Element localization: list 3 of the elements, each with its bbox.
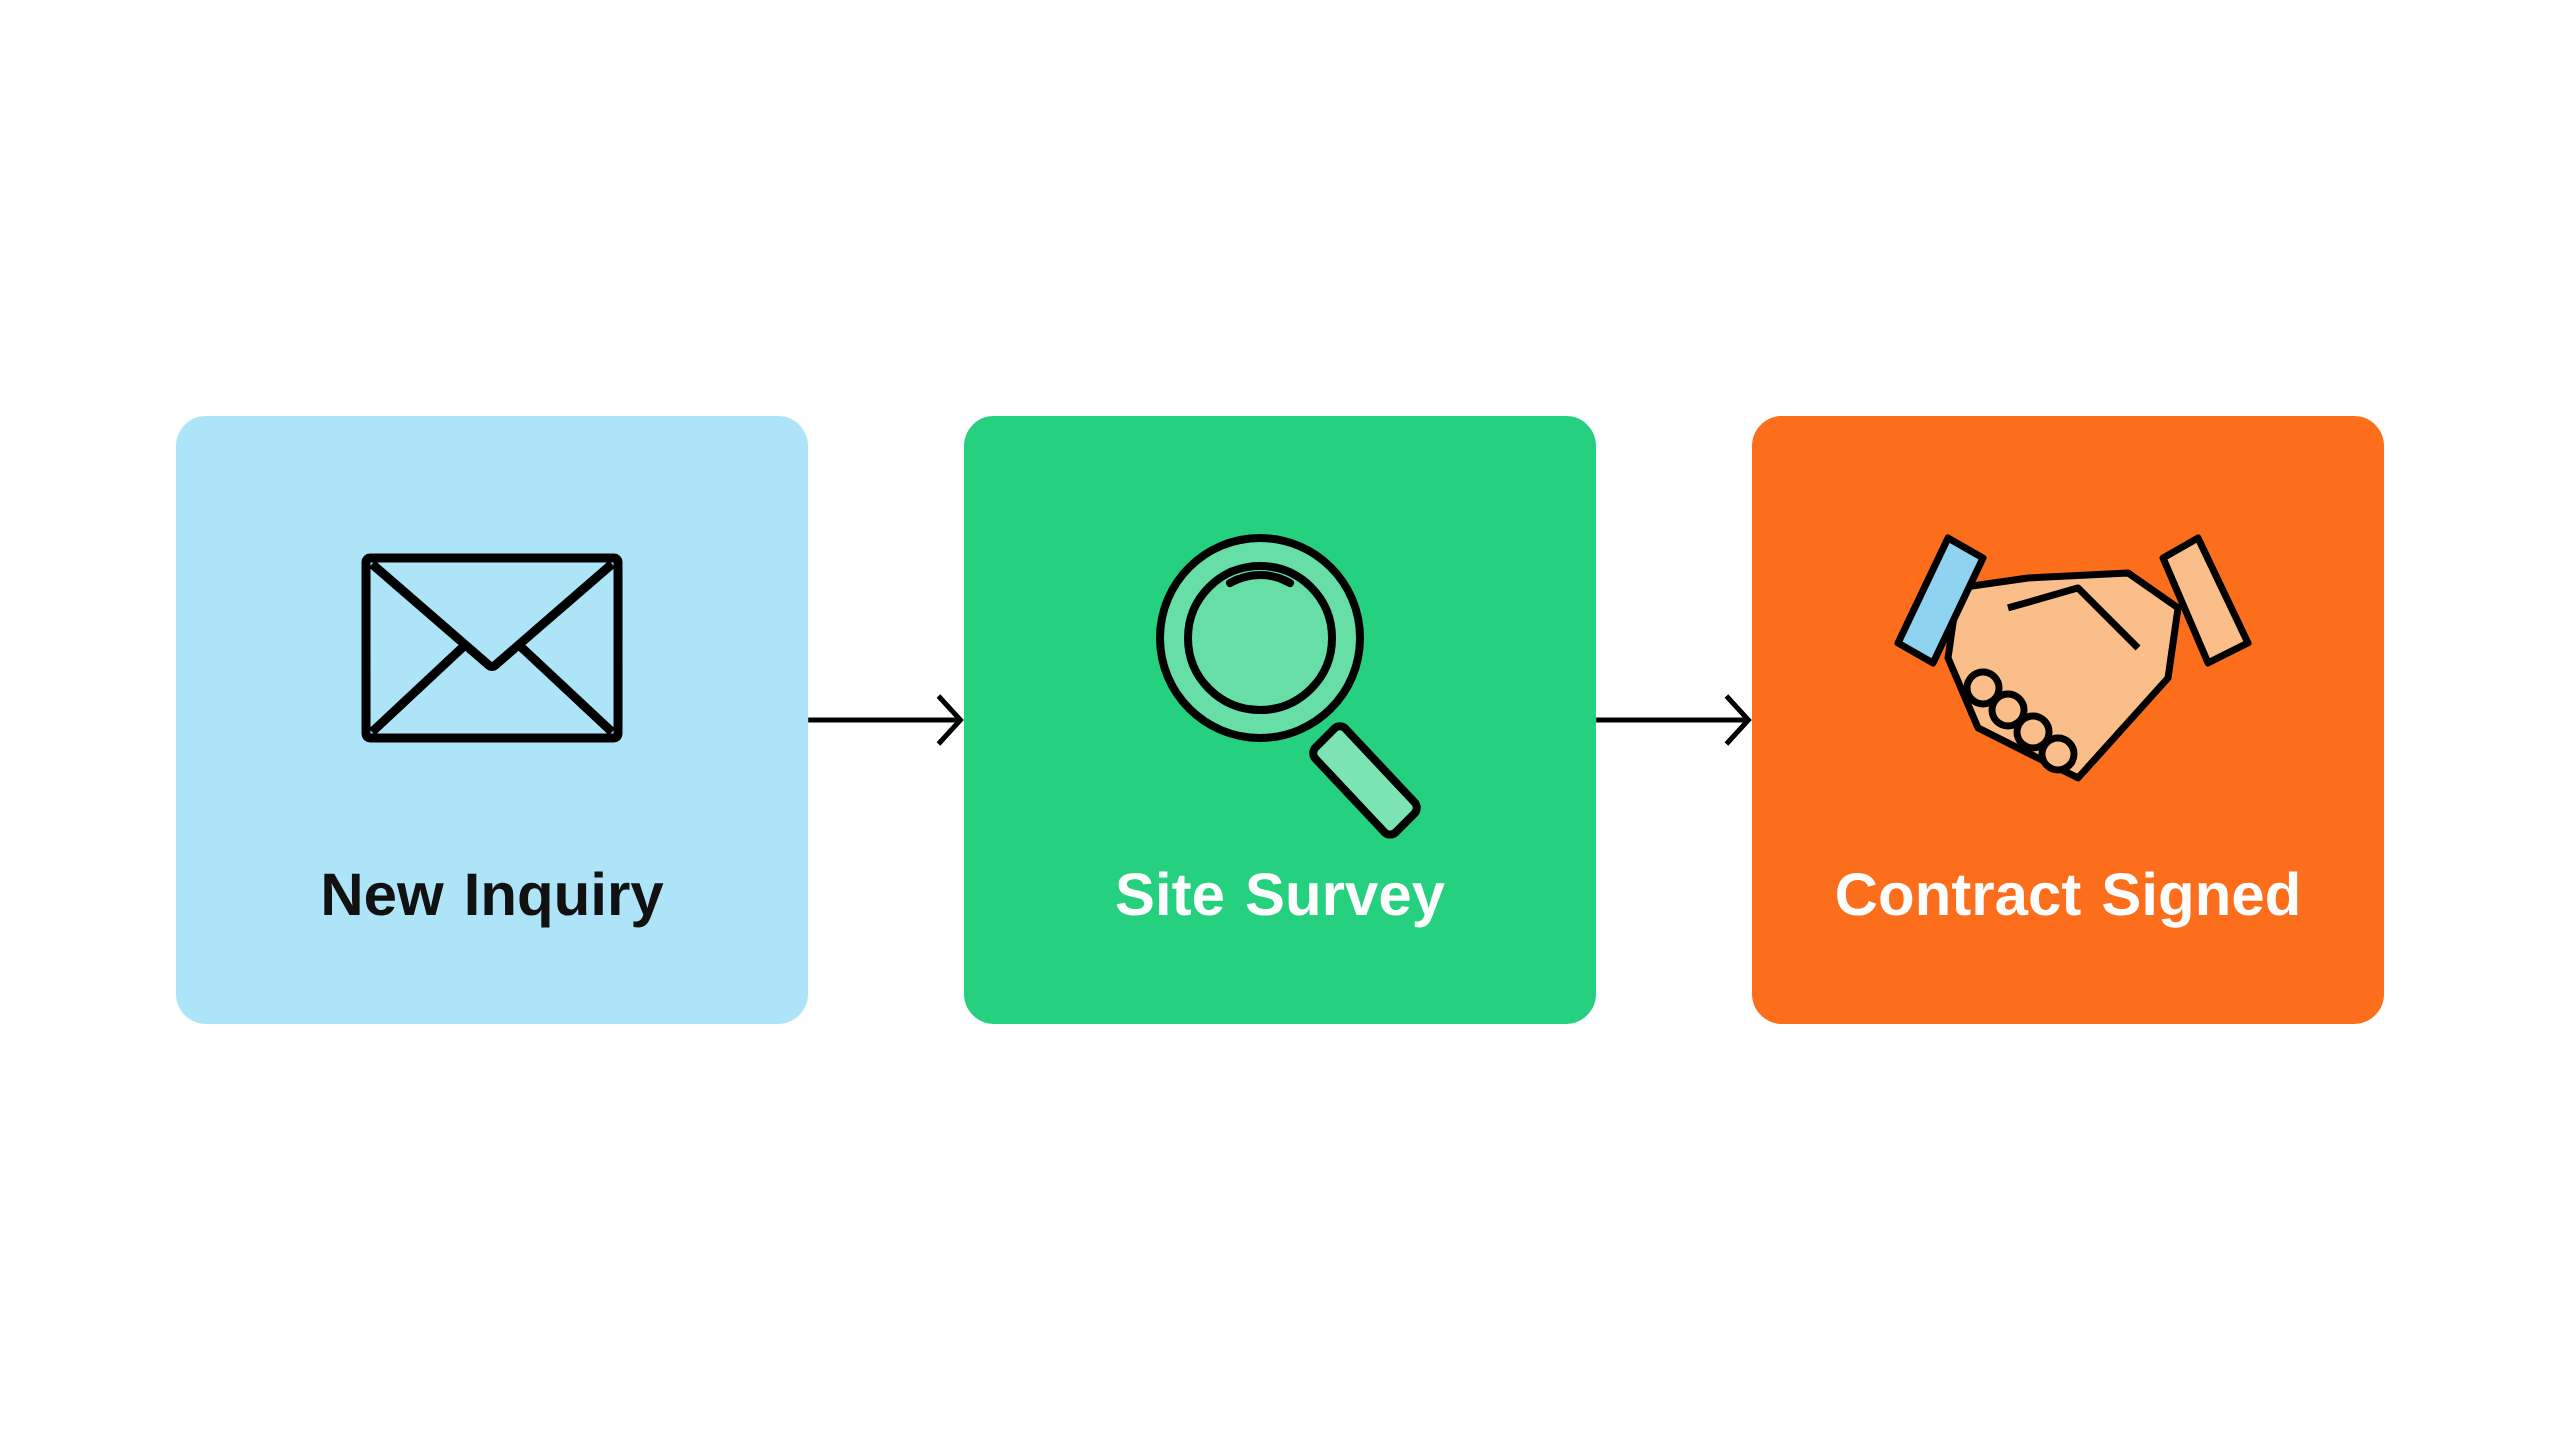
step-box: New Inquiry bbox=[176, 416, 808, 1024]
arrow bbox=[1596, 694, 1752, 746]
arrow bbox=[808, 694, 964, 746]
